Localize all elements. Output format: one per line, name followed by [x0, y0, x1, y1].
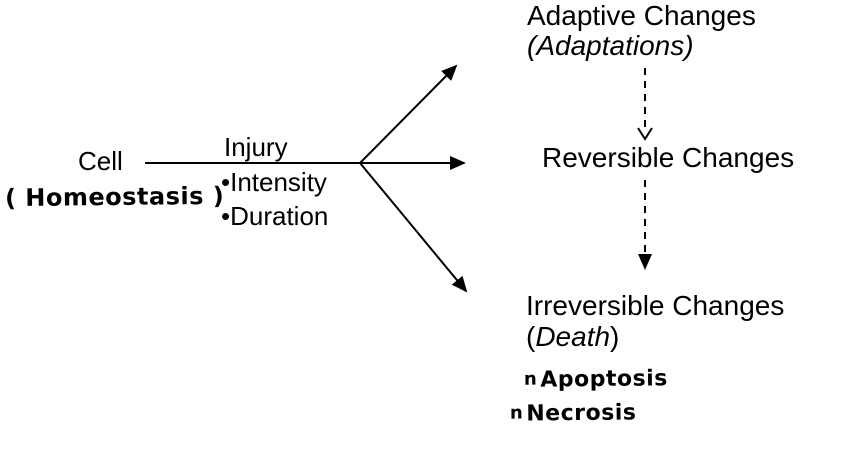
irreversible-changes-title: Irreversible Changes — [526, 290, 785, 321]
apoptosis-text: Apoptosis — [540, 366, 668, 393]
death-word: Death — [535, 321, 611, 352]
open-arrowhead-icon — [637, 127, 653, 141]
necrosis-bullet-mark: n — [509, 402, 524, 424]
death-paren-open: ( — [526, 321, 536, 352]
arrow-to-irreversible — [359, 162, 468, 293]
apoptosis-bullet-mark: n — [523, 368, 538, 390]
cell-label: Cell — [78, 146, 123, 176]
arrow-to-adaptive — [359, 64, 458, 164]
necrosis-text: Necrosis — [526, 400, 637, 427]
adaptive-changes-subtitle: (Adaptations) — [527, 30, 694, 61]
irreversible-changes-subtitle: (Death) — [526, 321, 620, 353]
death-paren-close: ) — [610, 321, 620, 352]
injury-label: Injury — [224, 132, 288, 162]
injury-bullet-duration: •Duration — [221, 201, 329, 231]
homeostasis-annotation: ( Homeostasis ) — [4, 181, 225, 213]
adaptive-changes-title: Adaptive Changes — [527, 0, 756, 31]
injury-bullet-intensity: •Intensity — [221, 167, 327, 197]
reversible-changes-title: Reversible Changes — [542, 142, 795, 173]
